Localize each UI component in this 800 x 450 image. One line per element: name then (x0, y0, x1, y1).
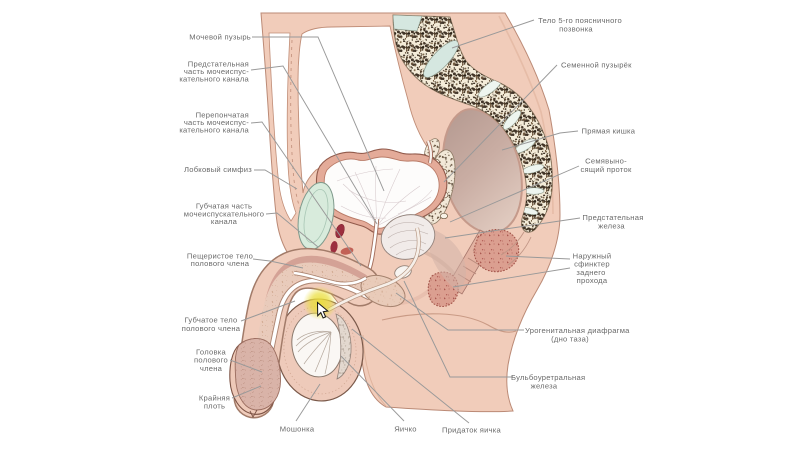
svg-text:(дно таза): (дно таза) (551, 335, 589, 344)
svg-text:Придаток яичка: Придаток яичка (442, 426, 502, 435)
svg-text:мочеиспускательного: мочеиспускательного (184, 209, 264, 218)
svg-text:Бульбоуретральная: Бульбоуретральная (511, 373, 585, 382)
svg-text:Пещеристое тело: Пещеристое тело (187, 251, 253, 260)
svg-text:заднего: заднего (576, 268, 605, 277)
svg-text:часть мочеиспус-: часть мочеиспус- (184, 118, 249, 127)
svg-text:полового члена: полового члена (191, 259, 250, 268)
svg-text:Прямая кишка: Прямая кишка (582, 127, 636, 136)
svg-text:Предстательная: Предстательная (582, 213, 643, 222)
svg-text:канала: канала (211, 217, 238, 226)
svg-text:полового члена: полового члена (182, 324, 241, 333)
svg-text:железа: железа (531, 382, 558, 391)
svg-text:сфинктер: сфинктер (574, 260, 610, 269)
svg-text:кательного канала: кательного канала (179, 126, 249, 135)
svg-text:Наружный: Наружный (573, 252, 612, 261)
svg-text:Мочевой пузырь: Мочевой пузырь (189, 33, 251, 42)
svg-text:Перепончатая: Перепончатая (196, 111, 249, 120)
svg-text:часть мочеиспус-: часть мочеиспус- (184, 67, 249, 76)
svg-text:Мошонка: Мошонка (280, 425, 315, 434)
svg-text:Лобковый симфиз: Лобковый симфиз (184, 165, 252, 174)
svg-text:кательного канала: кательного канала (179, 75, 249, 84)
svg-text:плоть: плоть (204, 402, 225, 411)
svg-text:Тело 5-го поясничного: Тело 5-го поясничного (538, 16, 622, 25)
svg-text:Головка: Головка (196, 347, 226, 356)
svg-text:Семенной пузырёк: Семенной пузырёк (561, 61, 632, 70)
svg-text:Крайняя: Крайняя (199, 394, 230, 403)
svg-text:Яичко: Яичко (394, 425, 417, 434)
svg-text:Губчатая часть: Губчатая часть (196, 202, 252, 211)
svg-text:Урогенитальная диафрагма: Урогенитальная диафрагма (525, 326, 630, 335)
svg-text:Семявыно-: Семявыно- (585, 156, 627, 165)
svg-text:железа: железа (598, 222, 625, 231)
svg-text:члена: члена (200, 364, 223, 373)
svg-text:Предстательная: Предстательная (188, 60, 249, 69)
svg-text:полового: полового (194, 355, 228, 364)
svg-text:позвонка: позвонка (559, 25, 593, 34)
svg-text:прохода: прохода (577, 276, 608, 285)
svg-text:Губчатое тело: Губчатое тело (185, 315, 238, 324)
svg-text:сящий проток: сящий проток (580, 165, 632, 174)
